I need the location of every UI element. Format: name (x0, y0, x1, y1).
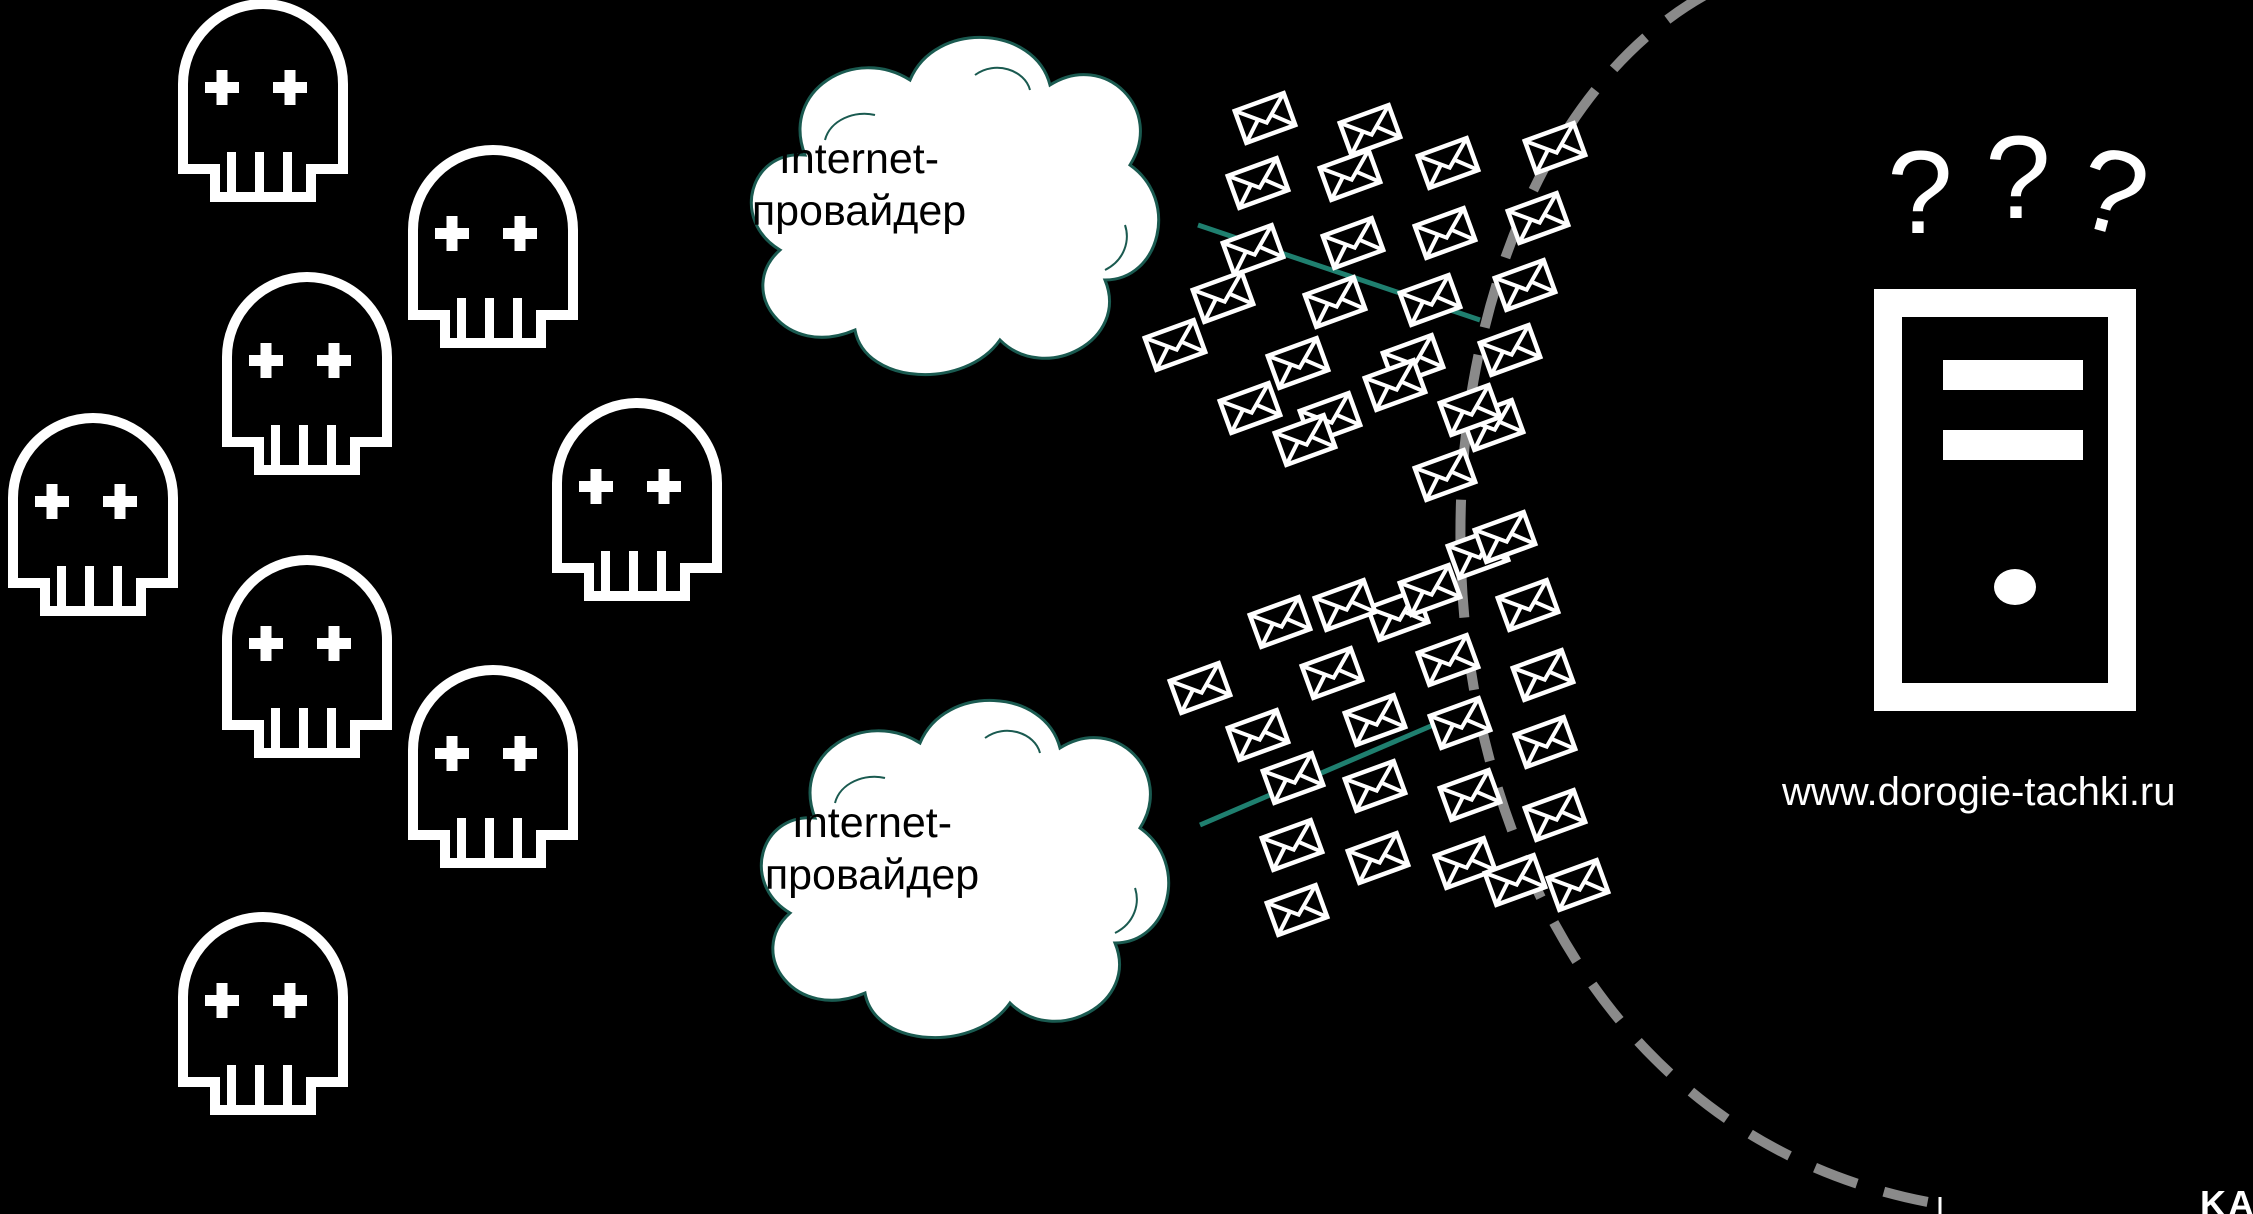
envelope-icon (1268, 338, 1328, 388)
question-mark: ? (1985, 112, 2051, 244)
envelope-icon (1267, 885, 1327, 935)
envelope-icon (1228, 158, 1288, 208)
envelope-icon (1440, 770, 1500, 820)
envelope-icon (1525, 123, 1585, 173)
isp-label-bottom: Internet- провайдер (762, 797, 982, 901)
envelope-icon (1223, 225, 1283, 275)
skull-icon (413, 150, 573, 343)
envelope-icon (1315, 580, 1375, 630)
envelope-icon (1170, 663, 1230, 713)
logo-fragment: KA (2200, 1183, 2253, 1214)
isp-label-line: Internet- (791, 799, 953, 847)
envelope-icon (1508, 193, 1568, 243)
skull-icon (183, 4, 343, 197)
envelope-icon (1548, 860, 1608, 910)
envelope-icon (1302, 648, 1362, 698)
isp-label-top: Internet- провайдер (749, 133, 969, 237)
packet-group-top (1145, 93, 1585, 500)
question-mark: ? (1887, 127, 1953, 259)
isp-label-line: провайдер (751, 187, 967, 235)
isp-cloud-bottom (759, 698, 1171, 1040)
envelope-icon (1525, 790, 1585, 840)
question-mark: ? (2063, 120, 2161, 264)
target-perimeter (1455, 0, 1946, 1210)
skull-icon (557, 403, 717, 596)
skull-icon (13, 418, 173, 611)
envelope-icon (1345, 695, 1405, 745)
isp-cloud-top (749, 35, 1161, 377)
envelope-icon (1340, 105, 1400, 155)
envelope-icon (1228, 710, 1288, 760)
packet-group-bottom (1170, 512, 1608, 935)
isp-label-line: провайдер (764, 851, 980, 899)
envelope-icon (1250, 597, 1310, 647)
envelope-icon (1263, 753, 1323, 803)
envelope-icon (1495, 260, 1555, 310)
envelope-icon (1220, 383, 1280, 433)
envelope-icon (1305, 277, 1365, 327)
envelope-icon (1415, 450, 1475, 500)
site-url: www.dorogie-tachki.ru (1782, 770, 2176, 814)
isp-label-line: Internet- (778, 135, 940, 183)
envelope-icon (1275, 415, 1335, 465)
envelope-icon (1262, 820, 1322, 870)
envelope-icon (1348, 833, 1408, 883)
envelope-icon (1418, 138, 1478, 188)
server-icon (1874, 289, 2136, 711)
envelope-icon (1513, 650, 1573, 700)
envelope-icon (1515, 717, 1575, 767)
envelope-icon (1415, 208, 1475, 258)
envelope-icon (1400, 275, 1460, 325)
envelope-icon (1475, 512, 1535, 562)
envelope-icon (1193, 272, 1253, 322)
envelope-icon (1145, 320, 1205, 370)
skull-icon (227, 560, 387, 753)
envelope-icon (1480, 325, 1540, 375)
envelope-icon (1400, 565, 1460, 615)
envelope-icon (1345, 761, 1405, 811)
envelope-icon (1323, 218, 1383, 268)
envelope-icon (1365, 360, 1425, 410)
skull-icon (227, 277, 387, 470)
skull-icon (413, 670, 573, 863)
envelope-icon (1235, 93, 1295, 143)
envelope-icon (1498, 580, 1558, 630)
skull-icon (183, 917, 343, 1110)
